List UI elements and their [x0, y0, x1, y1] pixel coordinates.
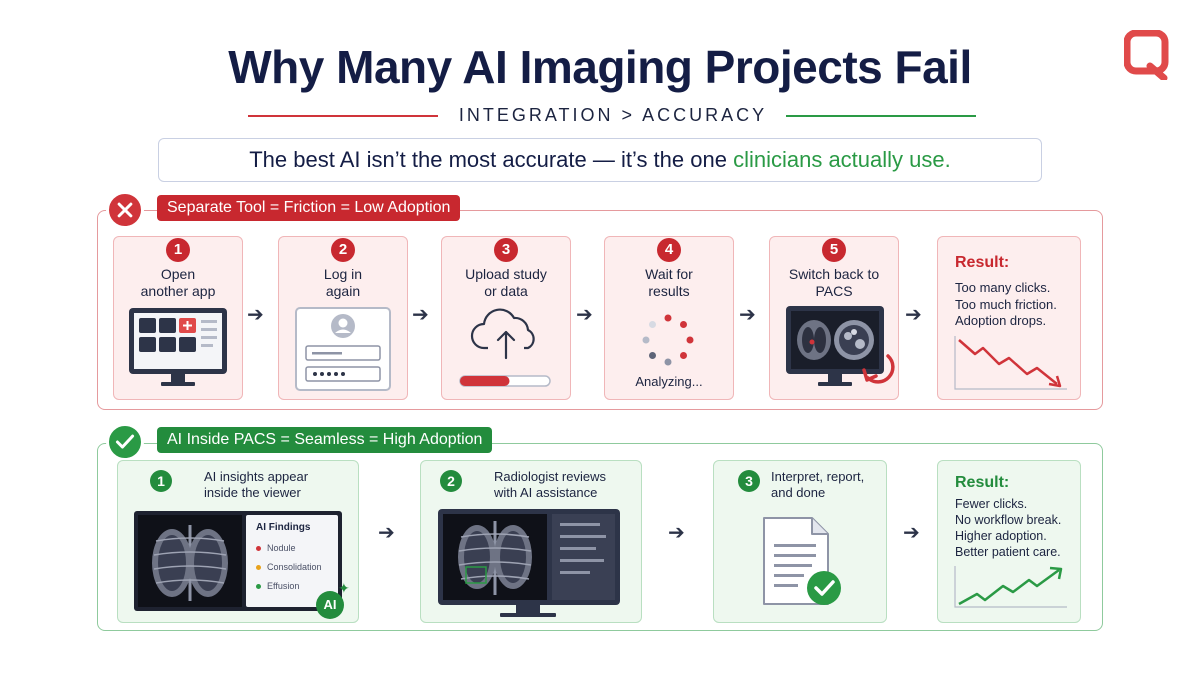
- step-number: 5: [822, 238, 846, 262]
- loading-spinner-icon: [642, 314, 694, 366]
- step-label: Interpret, report, and done: [771, 469, 865, 500]
- brand-logo-icon: [1124, 30, 1169, 80]
- step-label: Wait for results: [645, 266, 693, 299]
- app-grid-monitor-icon: [129, 308, 227, 386]
- separate-tool-section: [97, 210, 1103, 410]
- finding-dot-green-icon: [256, 584, 261, 590]
- result-heading: Result:: [955, 254, 1010, 271]
- separate-tool-label: Separate Tool = Friction = Low Adoption: [157, 195, 461, 221]
- check-icon: [106, 423, 144, 461]
- x-icon: [106, 191, 144, 229]
- arrow-right-icon: ➔: [412, 304, 429, 326]
- step-label: Open another app: [140, 266, 216, 299]
- trend-down-icon: [954, 336, 1067, 390]
- key-message-text: The best AI isn’t the most accurate — it…: [249, 147, 734, 172]
- step-number: 3: [494, 238, 518, 262]
- finding-item: Nodule: [256, 539, 336, 558]
- finding-dot-amber-icon: [256, 565, 261, 571]
- arrow-right-icon: ➔: [576, 304, 593, 326]
- arrow-right-icon: ➔: [739, 304, 756, 326]
- page-title: Why Many AI Imaging Projects Fail: [228, 41, 972, 93]
- step-number: 2: [331, 238, 355, 262]
- result-lines: Too many clicks. Too much friction. Adop…: [955, 280, 1057, 330]
- subtitle-divider-right: [786, 115, 976, 117]
- arrow-right-icon: ➔: [378, 522, 395, 544]
- finding-item: Consolidation: [256, 558, 336, 577]
- finding-item: Effusion: [256, 577, 336, 596]
- step-label: Radiologist reviews with AI assistance: [494, 469, 606, 500]
- step-number: 3: [738, 470, 760, 492]
- key-message: The best AI isn’t the most accurate — it…: [158, 138, 1042, 182]
- result-line: Too much friction.: [955, 296, 1057, 312]
- step-label: Log in again: [323, 266, 363, 299]
- key-message-highlight: clinicians actually use.: [733, 147, 951, 172]
- finding-label: Nodule: [267, 543, 296, 553]
- cloud-upload-icon: [470, 308, 535, 360]
- step-label: Switch back to PACS: [788, 266, 880, 299]
- step-number: 1: [150, 470, 172, 492]
- arrow-right-icon: ➔: [905, 304, 922, 326]
- page-subtitle: INTEGRATION > ACCURACY: [458, 105, 768, 125]
- result-line: Fewer clicks.: [955, 497, 1028, 511]
- ai-inside-label: AI Inside PACS = Seamless = High Adoptio…: [157, 427, 493, 453]
- step-upload-card: [441, 236, 571, 400]
- radiologist-workstation-icon: [438, 509, 620, 617]
- result-heading: Result:: [955, 474, 1010, 491]
- step-number: 4: [657, 238, 681, 262]
- arrow-right-icon: ➔: [668, 522, 685, 544]
- finding-label: Consolidation: [267, 562, 322, 572]
- result-line: Too many clicks.: [955, 280, 1051, 295]
- result-line: Adoption drops.: [955, 313, 1047, 328]
- result-lines: Fewer clicks. No workflow break. Higher …: [955, 496, 1061, 560]
- step-label: AI insights appear inside the viewer: [204, 469, 309, 500]
- result-card-negative: [937, 236, 1081, 400]
- report-done-icon: [763, 517, 841, 605]
- finding-dot-red-icon: [256, 546, 261, 552]
- ai-inside-pacs-section: [97, 443, 1103, 631]
- result-card-positive: [937, 460, 1081, 623]
- step-number: 1: [166, 238, 190, 262]
- ai-findings-list: Nodule Consolidation Effusion: [256, 539, 336, 596]
- result-line: Higher adoption.: [955, 529, 1047, 543]
- viewer-with-findings-icon: [134, 511, 342, 611]
- arrow-right-icon: ➔: [903, 522, 920, 544]
- trend-up-icon: [954, 566, 1067, 608]
- upload-progress-bar: [459, 375, 551, 387]
- ai-badge: AI: [316, 591, 344, 619]
- sparkle-icon: ✦: [338, 580, 350, 596]
- analyzing-status: Analyzing...: [635, 374, 703, 389]
- result-line: Better patient care.: [955, 545, 1061, 559]
- pacs-monitor-icon: [786, 306, 895, 386]
- step-number: 2: [440, 470, 462, 492]
- login-form-icon: [295, 307, 391, 391]
- step-label: Upload study or data: [465, 266, 547, 299]
- result-line: No workflow break.: [955, 513, 1062, 527]
- subtitle-divider-left: [248, 115, 438, 117]
- ai-findings-title: AI Findings: [256, 522, 311, 533]
- finding-label: Effusion: [267, 581, 300, 591]
- arrow-right-icon: ➔: [247, 304, 264, 326]
